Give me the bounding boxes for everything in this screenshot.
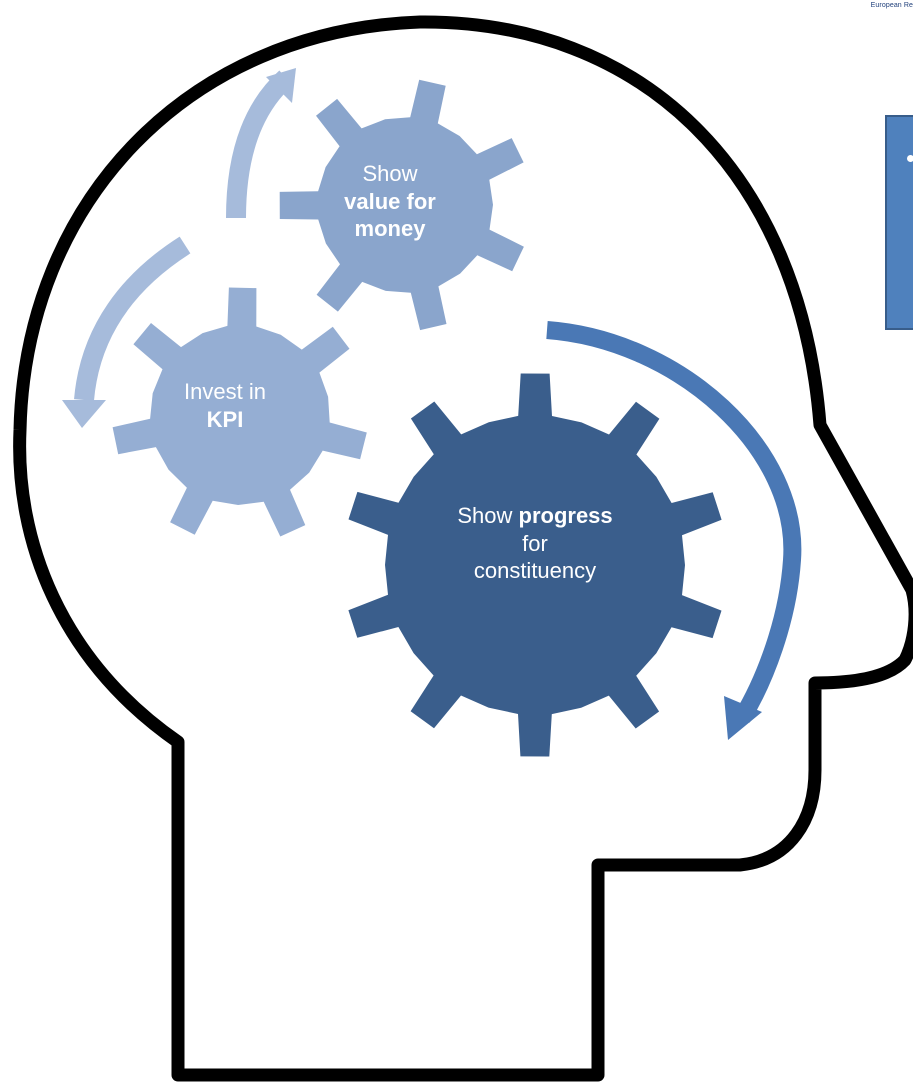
gear-value-bold1: value for — [344, 188, 436, 214]
gear-icon-kpi — [112, 287, 367, 537]
header-org-text: European Re — [870, 2, 913, 9]
arrow-top-left — [226, 68, 296, 219]
gear-progress-pre: Show — [457, 503, 519, 528]
gear-kpi-bold1: KPI — [206, 406, 244, 432]
bullet-icon — [907, 155, 913, 162]
gear-progress-line3: constituency — [473, 558, 597, 583]
gear-icon-progress — [348, 373, 722, 757]
gear-value-line1: Show — [362, 161, 418, 186]
gear-label-progress: Show progress for constituency — [415, 502, 655, 585]
arrow-left — [62, 236, 191, 428]
side-text-box — [885, 115, 913, 330]
gear-icon-value — [279, 79, 524, 331]
arrow-right — [546, 321, 802, 740]
gear-progress-line2: for — [522, 530, 548, 556]
gear-label-kpi: Invest in KPI — [155, 378, 295, 433]
gear-value-bold2: money — [354, 216, 426, 241]
gear-kpi-line1: Invest in — [184, 379, 266, 404]
gear-progress-bold: progress — [518, 503, 613, 528]
gear-label-value: Show value for money — [320, 160, 460, 243]
